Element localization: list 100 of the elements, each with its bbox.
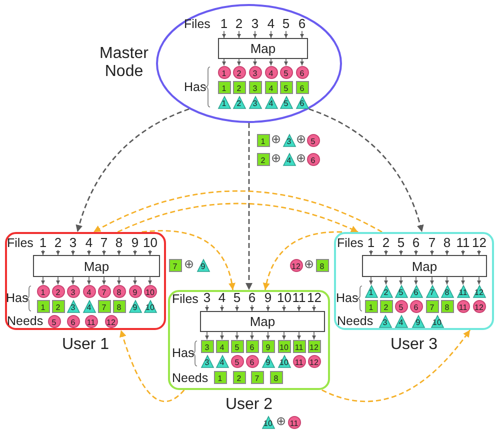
arrow: [148, 250, 152, 256]
triangle-token: 5: [394, 284, 408, 298]
triangle-token: 4: [264, 96, 278, 108]
arrow: [102, 276, 106, 285]
circle-token: 1: [36, 284, 50, 298]
square-token: 5: [230, 340, 244, 352]
arrow: [308, 108, 424, 232]
file-number: 6: [295, 17, 309, 31]
arrow: [102, 250, 106, 256]
circle-token: 5: [394, 300, 408, 312]
circle-token: 6: [306, 152, 320, 166]
square-token: 12: [308, 340, 320, 352]
circle-token: 8: [112, 284, 126, 298]
arrow: [269, 30, 273, 38]
triangle-token: 9: [412, 314, 424, 328]
arrow: [266, 304, 270, 312]
arrow: [253, 30, 257, 38]
triangle-token: 3: [248, 96, 262, 108]
xor-symbol: ⊕: [304, 259, 314, 271]
square-token: 6: [296, 80, 308, 94]
triangle-token: 10: [144, 300, 156, 312]
triangle-token: 9: [262, 354, 274, 368]
square-token: 2: [380, 300, 392, 312]
file-number: 2: [232, 17, 246, 31]
arrow: [117, 276, 121, 285]
circle-token: 1: [218, 66, 230, 78]
arrow: [445, 250, 449, 256]
arrow: [56, 276, 60, 285]
circle-token: 6: [410, 300, 422, 312]
file-number: 5: [394, 236, 408, 250]
arrow: [250, 304, 254, 312]
file-number: 11: [292, 291, 306, 305]
process-box: Map: [33, 255, 160, 277]
square-token: 3: [248, 80, 262, 94]
node-title: User 2: [224, 396, 274, 414]
arrow: [93, 190, 382, 233]
arrow: [282, 304, 286, 312]
arrow: [269, 58, 273, 66]
circle-token: 5: [230, 354, 244, 368]
file-number: 6: [245, 291, 259, 305]
row-label: Files: [184, 16, 210, 32]
arrow: [250, 332, 254, 340]
row-label: Needs: [172, 370, 208, 386]
square-token: 8: [112, 300, 126, 312]
triangle-token: 2: [380, 284, 392, 298]
arrow: [246, 123, 252, 290]
square-token: 7: [168, 258, 182, 272]
file-number: 10: [277, 291, 291, 305]
circle-token: 2: [232, 66, 246, 78]
triangle-token: 12: [472, 284, 486, 298]
circle-token: 5: [306, 134, 320, 146]
xor-symbol: ⊕: [296, 134, 306, 146]
arrow: [205, 304, 209, 312]
arrow: [430, 250, 434, 256]
file-number: 11: [456, 236, 470, 250]
row-label: Needs: [337, 313, 374, 329]
file-number: 8: [440, 236, 454, 250]
arrow: [297, 304, 301, 312]
arrow: [56, 250, 60, 256]
file-number: 3: [248, 17, 262, 31]
triangle-token: 1: [364, 284, 378, 298]
square-token: 11: [292, 340, 306, 352]
triangle-token: 4: [82, 300, 96, 312]
arrow: [297, 332, 301, 340]
arrow: [87, 250, 91, 256]
row-label: Needs: [7, 313, 44, 329]
circle-token: 4: [264, 66, 278, 78]
square-token: 2: [52, 300, 64, 312]
circle-token: 2: [52, 284, 64, 298]
square-token: 1: [218, 80, 230, 94]
file-number: 4: [82, 236, 96, 250]
arrow: [133, 250, 137, 256]
triangle-token: 6: [296, 96, 308, 108]
row-label: Has: [184, 79, 206, 95]
arrow: [71, 276, 75, 285]
arrow: [120, 330, 185, 402]
circle-token: 12: [104, 314, 118, 328]
arrow: [282, 332, 286, 340]
node-title: User 3: [389, 336, 439, 354]
file-number: 5: [279, 17, 293, 31]
file-number: 7: [97, 236, 111, 250]
file-number: 12: [307, 291, 321, 305]
file-number: 8: [112, 236, 126, 250]
row-label: Has: [6, 290, 28, 306]
arrow: [477, 276, 481, 285]
arrow: [117, 250, 121, 256]
arrow: [222, 30, 226, 38]
triangle-token: 7: [426, 284, 438, 298]
triangle-token: 3: [66, 300, 80, 312]
square-token: 8: [270, 370, 282, 384]
square-token: 2: [232, 370, 246, 384]
arrow: [235, 304, 239, 312]
circle-token: 7: [98, 284, 110, 298]
xor-symbol: ⊕: [296, 153, 306, 165]
triangle-token: 4: [216, 354, 228, 368]
square-token: 7: [250, 370, 264, 384]
circle-token: 11: [456, 300, 470, 312]
process-box: Map: [218, 38, 308, 59]
triangle-token: 9: [196, 258, 210, 272]
triangle-token: 10: [278, 354, 290, 368]
